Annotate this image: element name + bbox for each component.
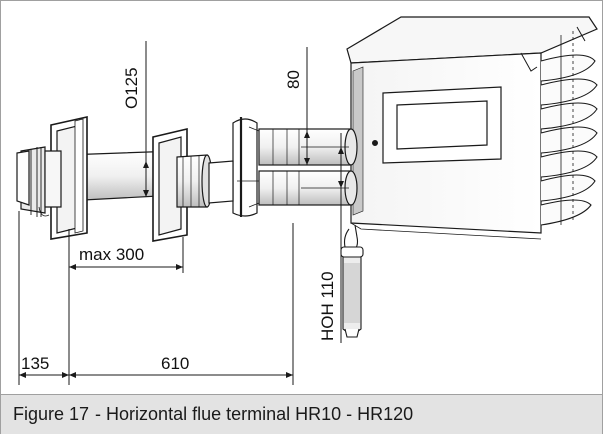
- wall-terminal: [16, 116, 234, 242]
- condensate-trap: [340, 224, 364, 338]
- dim-label-135: 135: [21, 354, 49, 373]
- dimension-lines: [18, 41, 349, 385]
- flue-terminal-drawing: O125 80 HOH 110 max 300 135 610: [16, 16, 598, 385]
- figure-caption: Figure 17- Horizontal flue terminal HR10…: [13, 404, 413, 425]
- caption-bar: Figure 17- Horizontal flue terminal HR10…: [1, 394, 602, 434]
- figure-number: Figure 17: [13, 404, 90, 424]
- louvre-fins: [540, 54, 598, 226]
- dim-label-hoh: HOH 110: [318, 271, 337, 341]
- heater-unit: [346, 16, 598, 240]
- flue-connection: [232, 117, 358, 217]
- dim-label-diameter: O125: [122, 67, 141, 109]
- dim-label-610: 610: [161, 354, 189, 373]
- dim-label-max300: max 300: [79, 245, 144, 264]
- figure-title: - Horizontal flue terminal HR10 - HR120: [95, 404, 414, 424]
- dim-label-80: 80: [284, 70, 303, 89]
